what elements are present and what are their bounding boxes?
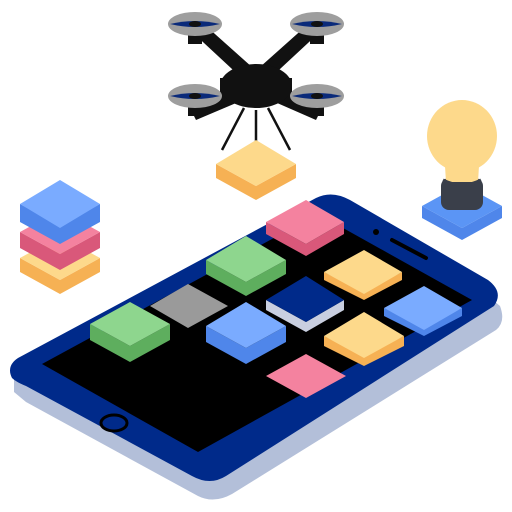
- drone-body: [220, 78, 292, 96]
- box-top: [216, 140, 296, 186]
- app-tile-icon: [90, 302, 170, 362]
- app-tile-icon: [206, 236, 286, 296]
- app-tile-icon: [206, 302, 286, 364]
- app-tile-icon: [150, 284, 228, 328]
- drone-string: [266, 107, 292, 151]
- lightbulb-icon: [422, 100, 502, 240]
- bulb-socket: [441, 178, 483, 210]
- bulb-stand-side: [422, 206, 502, 240]
- block-blue-side: [20, 204, 100, 244]
- app-tile-icon: [324, 312, 404, 366]
- drone-string: [220, 107, 246, 151]
- drone-rotor: [290, 84, 344, 108]
- drone-rotor: [290, 12, 344, 36]
- app-tile-icon: [384, 286, 462, 336]
- stacked-blocks-icon: [20, 180, 100, 294]
- block-pink-side: [20, 232, 100, 270]
- drone-icon: [168, 12, 344, 170]
- phone-speaker: [390, 238, 428, 260]
- app-tile-icon: [324, 250, 402, 300]
- package-box-icon: [216, 140, 296, 200]
- block-yellow-side: [20, 258, 100, 294]
- drone-rotor: [168, 12, 222, 36]
- app-tile-icon: [266, 354, 346, 398]
- app-tile-icon: [266, 276, 344, 332]
- bulb-glass: [427, 100, 497, 172]
- block-blue-top: [20, 180, 100, 228]
- phone-camera: [373, 229, 379, 235]
- drone-rotor: [168, 84, 222, 108]
- app-grid: [90, 200, 462, 398]
- box-side: [216, 164, 296, 200]
- home-button: [99, 413, 129, 433]
- bulb-ring: [442, 178, 482, 187]
- app-tile-icon: [266, 200, 344, 256]
